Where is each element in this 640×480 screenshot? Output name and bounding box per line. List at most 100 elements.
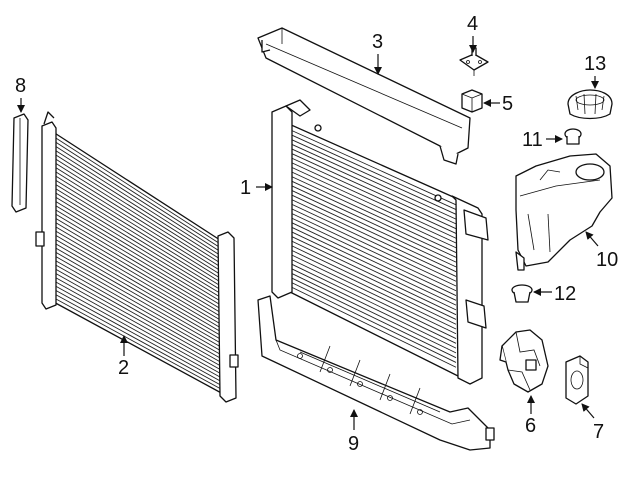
radiator-fin [291,236,457,316]
radiator-fin [291,259,457,339]
radiator-fin [291,180,457,258]
condenser-fin [49,295,226,392]
radiator-fin [291,240,457,320]
radiator-fin [291,282,457,363]
condenser-fin [49,155,221,264]
mount-bracket-part [499,329,549,393]
condenser-fin [49,197,223,303]
condenser-fin [49,133,221,245]
callout-label: 3 [372,31,383,53]
callout-11: 11 [522,129,563,151]
radiator-fin [291,171,457,249]
condenser-fin [49,142,221,253]
condenser-fin [49,286,225,384]
condenser-fin [49,291,225,388]
radiator-fin [291,277,457,359]
radiator-fin [291,194,457,273]
callout-12: 12 [533,283,576,305]
condenser-fin [49,172,222,280]
callout-5: 5 [483,93,513,115]
callout-label: 9 [348,433,359,455]
condenser-part [35,111,239,403]
condenser-fin [49,265,225,365]
radiator-fin [291,263,457,344]
callout-label: 5 [502,93,513,115]
condenser-fin [49,244,224,346]
condenser-fin [49,231,224,334]
radiator-fin [291,286,457,368]
condenser-fin [49,150,221,260]
side-seal-part [11,113,29,213]
radiator-fin [291,130,457,206]
radiator-fin [291,176,457,253]
callout-label: 13 [584,53,606,75]
radiator-fin [291,199,457,277]
condenser-fin [49,218,223,322]
radiator-fin [291,273,457,354]
radiator-fin [291,217,457,296]
condenser-fin [49,210,223,315]
radiator-fin [291,167,457,244]
lower-air-deflector-part [257,295,495,451]
radiator-fin [291,139,457,215]
radiator-fin [291,254,457,335]
condenser-fin [49,248,224,349]
callout-label: 12 [554,283,576,305]
condenser-fin [49,189,222,295]
expansion-tank-part [515,153,613,271]
callout-10: 10 [585,231,618,271]
condenser-fin [49,278,225,377]
condenser-fin [49,180,222,287]
condenser-fin [49,214,223,318]
callout-7: 7 [581,403,604,443]
callout-label: 8 [15,75,26,97]
condenser-fin [49,176,222,284]
radiator-part [271,99,489,385]
radiator-fin [291,162,457,239]
condenser-fin [49,146,221,256]
condenser-fin [49,223,223,326]
callout-label: 10 [596,249,618,271]
callout-label: 4 [467,13,478,35]
block-part [461,89,483,113]
condenser-fin [49,227,224,330]
callout-label: 7 [593,421,604,443]
condenser-fin [49,193,223,299]
condenser-fin [49,159,222,268]
condenser-fin [49,201,223,307]
radiator-fin [291,231,457,311]
radiator-fin [291,245,457,325]
callout-9: 9 [348,409,359,455]
radiator-fin [291,134,457,210]
radiator-fin [291,153,457,230]
callout-label: 6 [525,415,536,437]
condenser-fin [49,269,225,369]
callout-label: 2 [118,357,129,379]
condenser-fin [49,184,222,291]
radiator-fin [291,213,457,292]
callout-label: 11 [522,129,543,151]
radiator-fin [291,250,457,330]
radiator-fin [291,185,457,263]
condenser-fin [49,257,224,357]
radiator-fin [291,148,457,225]
condenser-fin [49,163,222,272]
radiator-fin [291,144,457,220]
grommet-part [511,284,533,303]
callout-8: 8 [15,75,26,113]
insulator-part [565,355,589,405]
clip-part [459,47,489,76]
radiator-fin [291,268,457,349]
callout-13: 13 [584,53,606,89]
callout-3: 3 [372,31,383,75]
radiator-fin [291,203,457,282]
callout-4: 4 [467,13,478,53]
condenser-fin [49,138,221,249]
reservoir-cap-part [567,89,613,120]
radiator-fin [291,227,457,306]
condenser-fin [49,167,222,276]
radiator-fin [291,157,457,234]
condenser-fin [49,274,225,373]
callout-6: 6 [525,395,536,437]
